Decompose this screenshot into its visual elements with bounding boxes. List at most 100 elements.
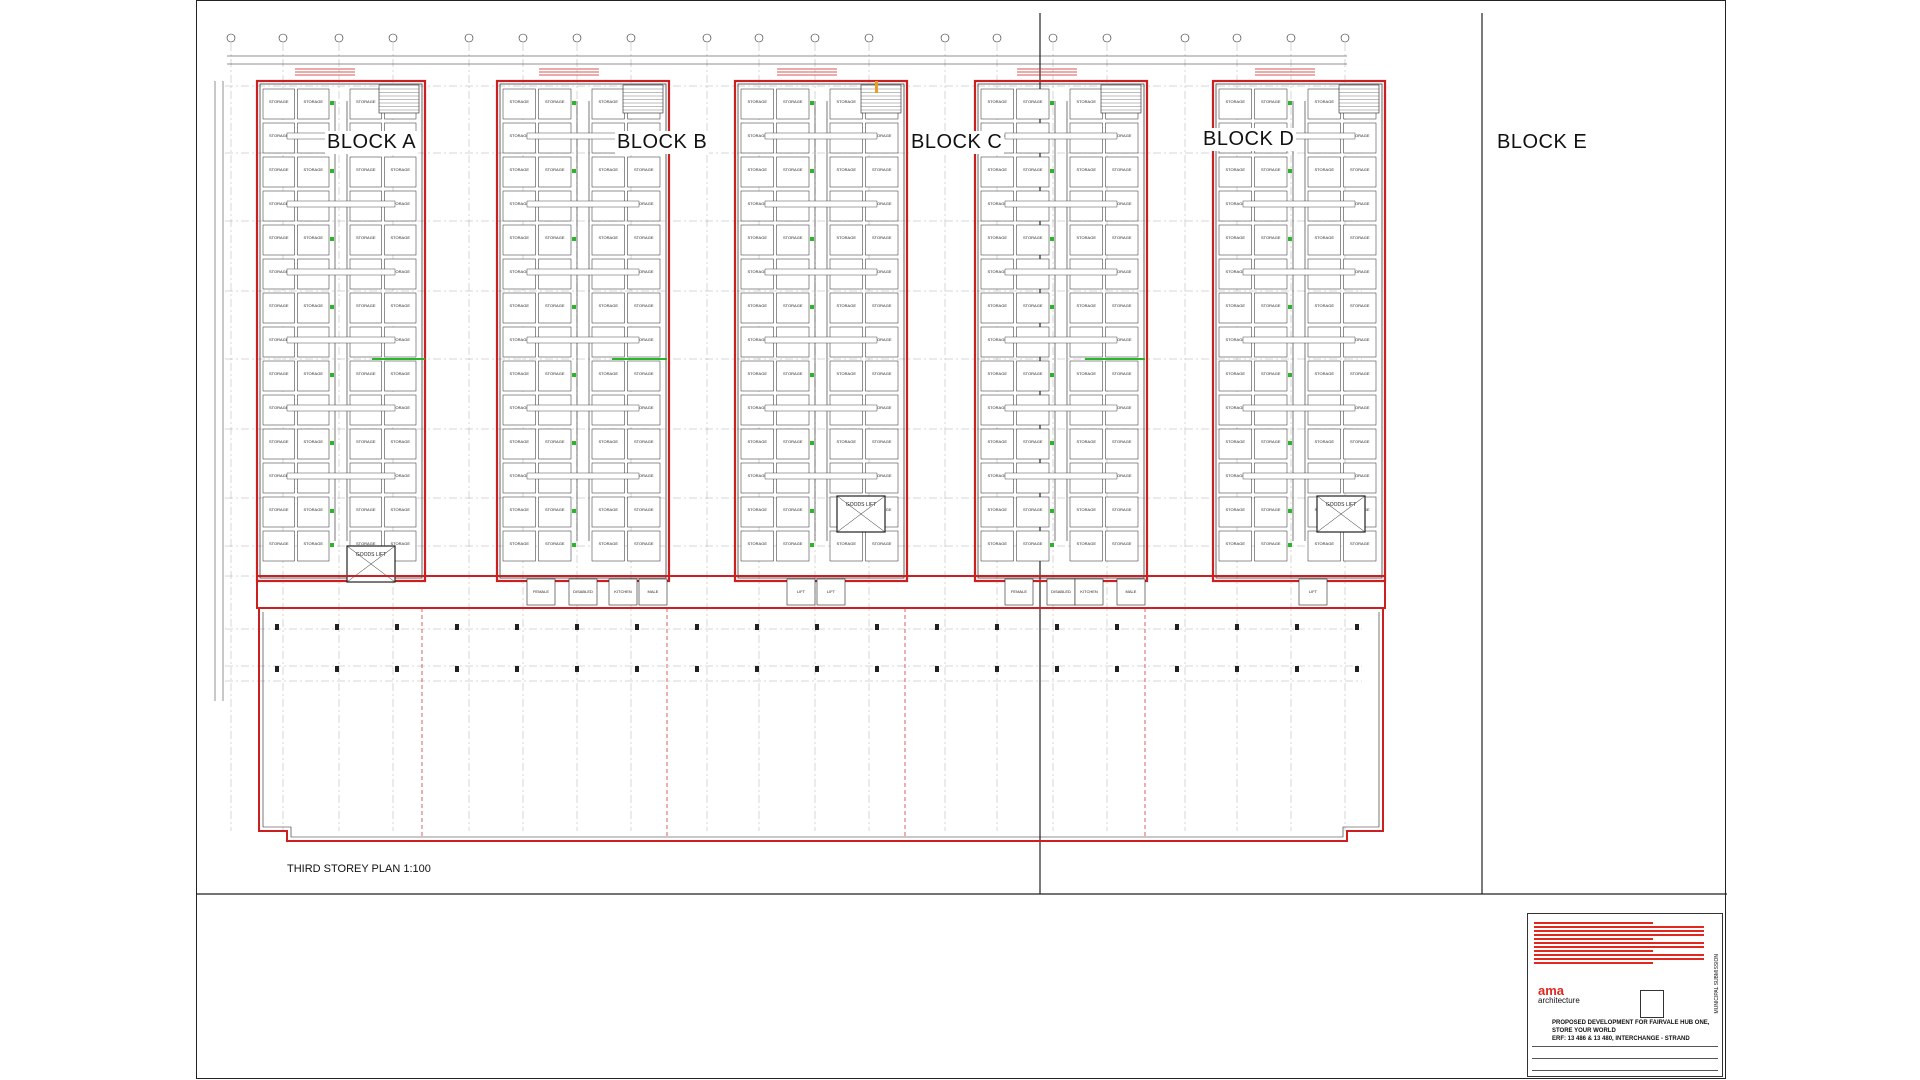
door-marker <box>1050 305 1054 309</box>
storage-unit-label: STORAGE <box>872 337 892 342</box>
storage-unit-label: STORAGE <box>1112 201 1132 206</box>
grid-bubble <box>1340 33 1350 43</box>
storage-unit <box>349 88 382 120</box>
storage-unit <box>262 292 295 324</box>
structural-column <box>1175 624 1179 630</box>
storage-unit <box>1218 496 1252 528</box>
core-room-label: KITCHEN <box>1080 589 1098 594</box>
block-inner-wall <box>1215 83 1383 579</box>
storage-unit-label: STORAGE <box>1226 303 1246 308</box>
storage-unit-label: STORAGE <box>1350 439 1370 444</box>
door-marker <box>330 237 334 241</box>
storage-unit <box>591 428 625 460</box>
storage-unit <box>538 224 572 256</box>
storage-unit-label: STORAGE <box>269 405 289 410</box>
storage-unit-label: STORAGE <box>599 541 619 546</box>
storage-unit-label: STORAGE <box>391 235 411 240</box>
block-inner-wall <box>259 83 423 579</box>
storage-unit <box>1343 156 1377 188</box>
storage-unit <box>980 428 1014 460</box>
cross-corridor <box>526 472 640 480</box>
storage-unit-label: STORAGE <box>599 303 619 308</box>
storage-unit-label: STORAGE <box>988 303 1008 308</box>
storage-unit <box>776 530 810 562</box>
storage-unit <box>591 360 625 392</box>
storage-unit-label: STORAGE <box>510 99 530 104</box>
storage-unit-label: STORAGE <box>1315 371 1335 376</box>
storage-unit-label: STORAGE <box>1077 99 1097 104</box>
storage-unit <box>980 530 1014 562</box>
door-marker <box>1288 509 1292 513</box>
structural-column <box>695 624 699 630</box>
storage-unit-label: STORAGE <box>1261 541 1281 546</box>
storage-unit-label: STORAGE <box>1226 507 1246 512</box>
firm-logo: ama architecture <box>1538 984 1580 1005</box>
storage-unit-label: STORAGE <box>1226 235 1246 240</box>
door-marker <box>1050 509 1054 513</box>
cross-corridor <box>764 132 878 140</box>
storage-unit-label: STORAGE <box>872 371 892 376</box>
cross-corridor <box>1242 472 1356 480</box>
storage-unit <box>1254 292 1288 324</box>
storage-unit-label: STORAGE <box>1261 371 1281 376</box>
cross-corridor <box>1004 404 1118 412</box>
storage-unit-label: STORAGE <box>783 371 803 376</box>
storage-unit-label: STORAGE <box>1261 167 1281 172</box>
storage-unit-label: STORAGE <box>599 99 619 104</box>
storage-unit <box>865 394 899 426</box>
storage-unit <box>776 292 810 324</box>
storage-unit-label: STORAGE <box>599 371 619 376</box>
cross-corridor <box>764 472 878 480</box>
storage-unit <box>262 360 295 392</box>
project-line-1: PROPOSED DEVELOPMENT FOR FAIRVALE HUB ON… <box>1552 1020 1710 1026</box>
storage-unit-label: STORAGE <box>1077 303 1097 308</box>
goods-lift-label: GOODS LIFT <box>356 552 386 558</box>
storage-unit-label: STORAGE <box>872 269 892 274</box>
block-a-label: BLOCK A <box>325 131 419 154</box>
storage-unit <box>1343 428 1377 460</box>
grid-bubble <box>226 33 236 43</box>
storage-unit <box>538 292 572 324</box>
storage-unit-label: STORAGE <box>634 473 654 478</box>
storage-unit-label: STORAGE <box>748 371 768 376</box>
grid-bubble <box>388 33 398 43</box>
door-marker <box>1050 373 1054 377</box>
cross-corridor <box>1242 200 1356 208</box>
grid-bubble <box>1286 33 1296 43</box>
core-room <box>608 578 638 606</box>
cross-corridor <box>1242 404 1356 412</box>
storage-unit-label: STORAGE <box>872 167 892 172</box>
storage-unit-label: STORAGE <box>391 507 411 512</box>
storage-unit <box>297 292 330 324</box>
storage-unit-label: STORAGE <box>1023 371 1043 376</box>
door-marker <box>1050 543 1054 547</box>
storage-unit <box>591 496 625 528</box>
storage-unit <box>1069 530 1103 562</box>
storage-unit <box>1016 530 1050 562</box>
storage-unit-label: STORAGE <box>1077 439 1097 444</box>
door-marker <box>572 441 576 445</box>
structural-column <box>1235 666 1239 672</box>
storage-unit-label: STORAGE <box>1315 235 1335 240</box>
storage-unit <box>1343 360 1377 392</box>
storage-unit-label: STORAGE <box>634 269 654 274</box>
storage-unit <box>384 224 417 256</box>
storage-unit <box>980 88 1014 120</box>
structural-column <box>1295 624 1299 630</box>
storage-unit <box>740 224 774 256</box>
professional-stamp <box>1640 990 1664 1018</box>
core-room <box>1074 578 1104 606</box>
grid-bubble <box>810 33 820 43</box>
staircase <box>622 84 664 114</box>
storage-unit <box>776 360 810 392</box>
storage-unit-label: STORAGE <box>510 337 530 342</box>
structural-column <box>455 666 459 672</box>
storage-unit <box>384 496 417 528</box>
storage-unit-label: STORAGE <box>748 337 768 342</box>
title-block-notes <box>1534 920 1704 966</box>
structural-column <box>1055 624 1059 630</box>
core-room-label: LIFT <box>797 589 806 594</box>
storage-unit-label: STORAGE <box>872 473 892 478</box>
storage-unit <box>1105 156 1139 188</box>
storage-unit <box>627 530 661 562</box>
